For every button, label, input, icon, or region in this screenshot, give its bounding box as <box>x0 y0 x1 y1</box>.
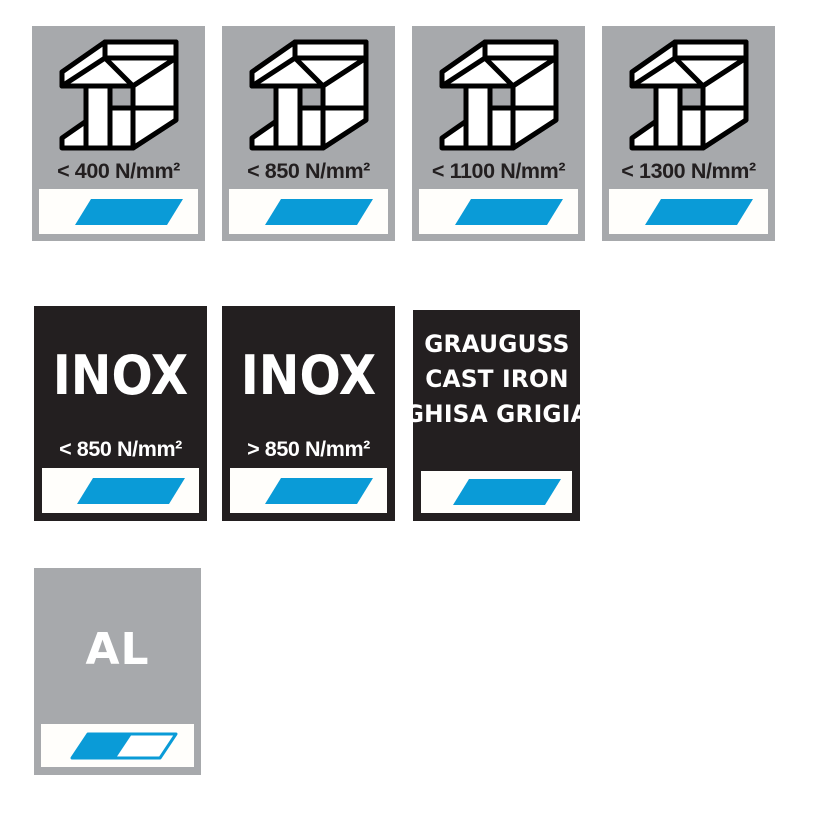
aluminium-wordmark: AL <box>85 623 150 675</box>
material-card-steel-400[interactable]: < 400 N/mm² <box>32 26 205 241</box>
material-card-label: < 1300 N/mm² <box>621 158 756 183</box>
i-beam-icon <box>609 32 768 161</box>
material-card-steel-850[interactable]: < 850 N/mm² <box>222 26 395 241</box>
cast-iron-name-en: CAST IRON <box>424 365 569 393</box>
material-card-label: < 850 N/mm² <box>59 436 182 461</box>
inox-wordmark: INOX <box>240 343 377 407</box>
capability-indicator-full <box>39 189 198 234</box>
capability-indicator-full <box>419 189 578 234</box>
material-card-label: < 400 N/mm² <box>57 158 180 183</box>
i-beam-icon <box>419 32 578 161</box>
capability-indicator-full <box>42 468 199 513</box>
capability-indicator-full <box>609 189 768 234</box>
capability-indicator-full <box>421 471 572 513</box>
cast-iron-name-de: GRAUGUSS <box>423 330 570 358</box>
i-beam-icon <box>39 32 198 161</box>
material-card-inox-lt850[interactable]: INOX < 850 N/mm² <box>34 306 207 521</box>
material-card-label: > 850 N/mm² <box>247 436 370 461</box>
capability-indicator-full <box>230 468 387 513</box>
material-card-label: < 850 N/mm² <box>247 158 370 183</box>
i-beam-icon <box>229 32 388 161</box>
cast-iron-name-it: GHISA GRIGIA <box>404 400 589 428</box>
capability-indicator-full <box>229 189 388 234</box>
material-card-cast-iron[interactable]: GRAUGUSS CAST IRON GHISA GRIGIA <box>405 310 589 521</box>
inox-wordmark-area: INOX <box>230 313 387 439</box>
material-card-steel-1100[interactable]: < 1100 N/mm² <box>412 26 585 241</box>
material-card-inox-gt850[interactable]: INOX > 850 N/mm² <box>222 306 395 521</box>
inox-wordmark-area: INOX <box>42 313 199 439</box>
aluminium-wordmark-area: AL <box>41 575 194 724</box>
inox-wordmark: INOX <box>52 343 189 407</box>
capability-indicator-half <box>41 724 194 767</box>
cast-iron-name-list: GRAUGUSS CAST IRON GHISA GRIGIA <box>405 322 589 471</box>
material-card-steel-1300[interactable]: < 1300 N/mm² <box>602 26 775 241</box>
material-card-label: < 1100 N/mm² <box>431 158 566 183</box>
material-card-aluminium[interactable]: AL <box>34 568 201 775</box>
